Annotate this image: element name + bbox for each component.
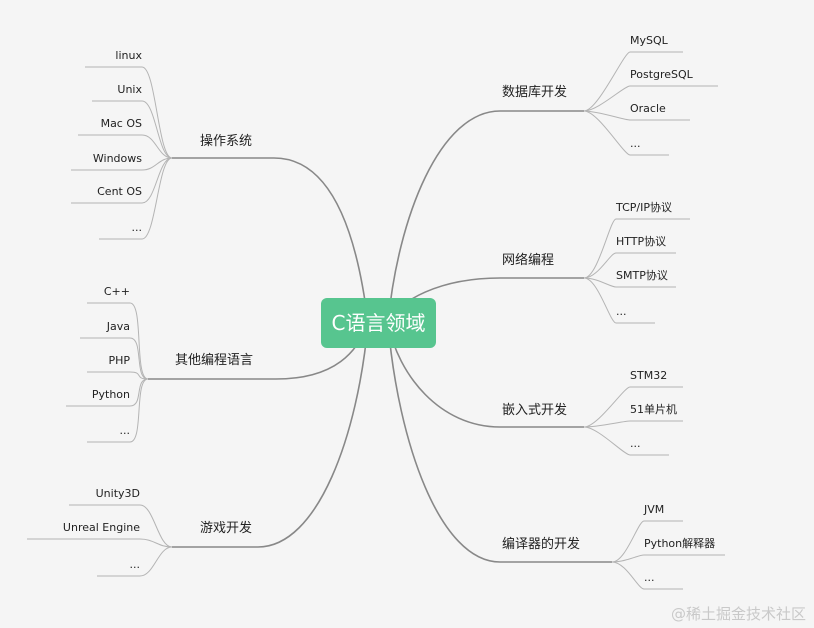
leaf-label: Windows [92,152,142,165]
leaf-label: ... [630,437,641,450]
branch-connector [387,322,501,563]
branch-label: 数据库开发 [502,85,568,100]
leaf-label: Python解释器 [644,537,716,550]
leaf-label: Cent OS [97,185,142,198]
leaf-connector [583,85,631,112]
branch-label: 嵌入式开发 [502,403,568,418]
leaf-connector [129,378,149,407]
branch-connector [387,110,501,324]
leaf-connector [141,157,173,240]
leaf-label: Java [106,320,130,333]
leaf-connector [583,386,631,428]
leaf-connector [139,546,173,577]
watermark: @稀土掘金技术社区 [670,605,806,623]
branch-label: 编译器的开发 [502,537,581,552]
branch-label: 游戏开发 [200,521,253,536]
leaf-label: Unix [117,83,142,96]
leaf-connector [139,538,173,548]
leaf-connector [583,218,617,279]
leaf-connector [129,337,149,380]
leaf-label: ... [616,305,627,318]
leaf-connector [129,302,149,380]
leaf-label: ... [119,424,131,437]
leaf-label: HTTP协议 [616,235,667,248]
leaf-connector [141,66,173,159]
leaf-connector [139,504,173,548]
leaf-label: ... [129,558,141,571]
center-node: C语言领域 [321,298,436,348]
leaf-label: STM32 [630,369,668,382]
leaf-connector [129,378,149,443]
branch-connector [273,157,369,324]
branch-connector [257,322,369,548]
leaf-label: ... [630,137,641,150]
leaf-connector [611,554,645,563]
branch-label: 操作系统 [200,134,253,149]
leaf-connector [141,134,173,159]
branch-label: 其他编程语言 [175,353,254,368]
leaf-label: SMTP协议 [616,269,668,282]
leaf-connector [583,252,617,279]
leaf-label: Unity3D [95,487,140,500]
leaf-connector [583,277,617,324]
leaf-connector [141,100,173,159]
leaf-label: TCP/IP协议 [616,201,672,214]
leaf-label: Python [91,388,130,401]
leaf-label: Mac OS [100,117,142,130]
leaf-label: ... [644,571,655,584]
leaf-connector [583,277,617,288]
leaf-connector [583,110,631,156]
leaf-label: ... [131,221,143,234]
leaf-connector [611,520,645,563]
leaf-label: Unreal Engine [62,521,140,534]
leaf-label: PostgreSQL [630,68,693,81]
leaf-label: PHP [108,354,130,367]
leaf-label: C++ [103,285,130,298]
leaf-connector [583,110,631,121]
leaf-label: MySQL [630,34,668,47]
leaf-label: Oracle [630,102,666,115]
leaf-connector [583,420,631,428]
leaf-label: 51单片机 [630,403,677,416]
leaf-connector [611,561,645,590]
leaf-label: JVM [644,503,665,516]
leaf-connector [583,51,631,112]
branch-label: 网络编程 [502,253,555,268]
leaf-connector [129,371,149,380]
leaf-label: linux [115,49,142,62]
leaf-connector [583,426,631,456]
